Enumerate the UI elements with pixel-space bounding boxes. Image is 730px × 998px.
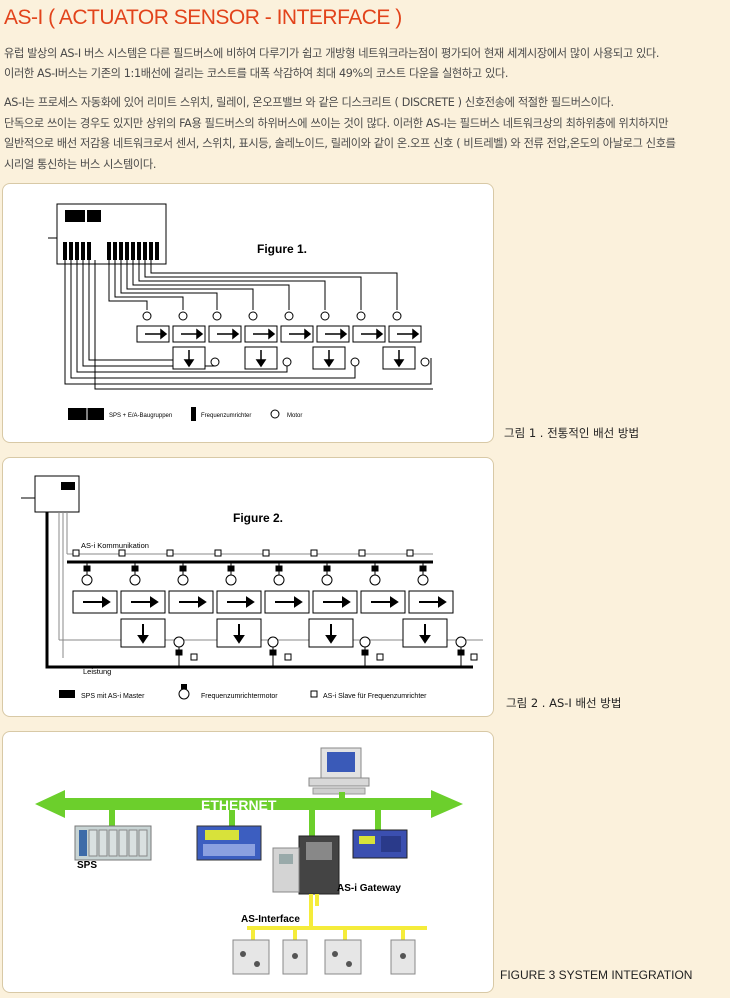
drive-icon <box>352 829 408 859</box>
intro-line: 이러한 AS-I버스는 기존의 1:1배선에 걸리는 코스트를 대폭 삭감하여 … <box>4 67 509 80</box>
figure2-legend-fu: Frequenzumrichtermotor <box>201 693 278 700</box>
figure2-power-label: Leistung <box>83 667 111 676</box>
figure1-caption: 그림 1 . 전통적인 배선 방법 <box>504 426 640 440</box>
figure3-diagram: ETHERNET SPS <box>35 747 463 975</box>
intro-line: 유럽 발상의 AS-I 버스 시스템은 다른 필드버스에 비하여 다루기가 쉽고… <box>4 47 660 60</box>
figure1-diagram: SPS + E/A-Baugruppen Frequenzumrichter M… <box>48 203 433 421</box>
desc-line: 일반적으로 배선 저감용 네트워크로서 센서, 스위치, 표시등, 솔레노이드,… <box>4 137 676 150</box>
ethernet-label: ETHERNET <box>201 797 277 813</box>
figure2-diagram: Figure 2. AS-i Kommunikation Leistung <box>21 475 483 700</box>
gateway-icon <box>272 835 340 906</box>
figure1-legend-fu: Frequenzumrichter <box>201 413 251 419</box>
intro-paragraph: 유럽 발상의 AS-I 버스 시스템은 다른 필드버스에 비하여 다루기가 쉽고… <box>4 44 728 84</box>
figure2-title: Figure 2. <box>233 511 283 525</box>
figure1-legend-motor: Motor <box>287 413 302 419</box>
figure1-title: Figure 1. <box>257 242 307 256</box>
figure2-legend-sps: SPS mit AS-i Master <box>81 693 145 700</box>
desc-line: 단독으로 쓰이는 경우도 있지만 상위의 FA용 필드버스의 하위버스에 쓰이는… <box>4 116 669 130</box>
figure2-bus-label: AS-i Kommunikation <box>81 541 149 550</box>
sps-icon <box>74 825 152 861</box>
figure1-legend-sps: SPS + E/A-Baugruppen <box>109 413 172 419</box>
description-paragraph: AS-I는 프로세스 자동화에 있어 리미트 스위치, 릴레이, 온오프밸브 와… <box>4 93 728 175</box>
figure2-panel: Figure 2. AS-i Kommunikation Leistung <box>2 457 494 717</box>
figure3-caption: FIGURE 3 SYSTEM INTEGRATION <box>500 968 693 982</box>
operator-panel-icon <box>196 825 262 861</box>
figure3-panel: ETHERNET SPS <box>2 731 494 993</box>
desc-line: AS-I는 프로세스 자동화에 있어 리미트 스위치, 릴레이, 온오프밸브 와… <box>4 96 614 109</box>
page-title: AS-I ( ACTUATOR SENSOR - INTERFACE ) <box>4 6 402 29</box>
figure2-legend-slave: AS-i Slave für Frequenzumrichter <box>323 693 427 700</box>
asi-label: AS-Interface <box>241 914 300 925</box>
gateway-label: AS-i Gateway <box>337 883 401 894</box>
figure1-panel: SPS + E/A-Baugruppen Frequenzumrichter M… <box>2 183 494 443</box>
computer-icon <box>308 747 370 795</box>
figure2-caption: 그림 2 . AS-I 배선 방법 <box>506 696 622 710</box>
desc-line: 시리얼 통신하는 버스 시스템이다. <box>4 157 157 171</box>
sps-label: SPS <box>77 860 97 871</box>
